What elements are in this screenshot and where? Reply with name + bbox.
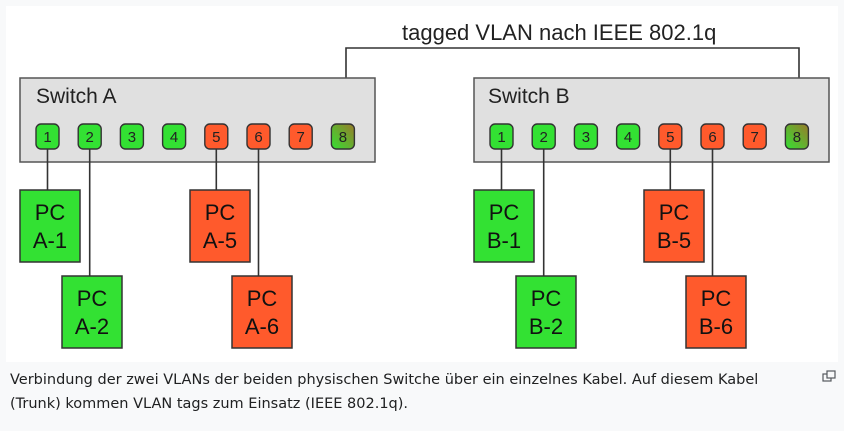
switch-a-port-label-5: 5 (212, 129, 220, 146)
switch-a-port-3 (119, 123, 145, 150)
switch-b-port-label-6: 6 (708, 129, 716, 146)
switch-b-port-label-7: 7 (751, 129, 759, 146)
pc-b-5 (643, 189, 705, 263)
switch-b-port-label-5: 5 (666, 129, 674, 146)
pc-a-6 (231, 275, 293, 349)
pc-b-5-label-2: B-5 (657, 228, 691, 253)
pc-b-6 (685, 275, 747, 349)
switch-a-port-label-3: 3 (128, 129, 136, 146)
pc-b-6-label-1: PC (701, 286, 732, 311)
switch-b: Switch B (473, 77, 830, 163)
switch-b-port-label-3: 3 (582, 129, 590, 146)
switch-a-port-label-6: 6 (254, 129, 262, 146)
switch-b-port-label-8: 8 (793, 129, 801, 146)
pc-a-1-label-2: A-1 (33, 228, 67, 253)
pc-a-2-label-2: A-2 (75, 314, 109, 339)
switch-a-port-label-2: 2 (86, 129, 94, 146)
pc-b-2-label-2: B-2 (529, 314, 563, 339)
pc-b-2-label-1: PC (531, 286, 562, 311)
switch-a-port-label-1: 1 (43, 129, 51, 146)
pc-a-1 (19, 189, 81, 263)
pc-a-5 (189, 189, 251, 263)
figure-caption: Verbindung der zwei VLANs der beiden phy… (10, 372, 759, 412)
pc-a-2 (61, 275, 123, 349)
pc-b-1-label-1: PC (489, 200, 520, 225)
pc-b-6-label-2: B-6 (699, 314, 733, 339)
switch-b-port-4 (615, 123, 641, 150)
vlan-diagram[interactable]: tagged VLAN nach IEEE 802.1q Switch A 1 2… (6, 6, 838, 362)
vlan-diagram-svg: tagged VLAN nach IEEE 802.1q Switch A 1 2… (19, 20, 830, 349)
switch-a-port-4 (161, 123, 187, 150)
pc-a-1-label-1: PC (35, 200, 66, 225)
pc-b-1 (473, 189, 535, 263)
switch-a-title: Switch A (36, 85, 117, 108)
switch-a: Switch A (19, 77, 376, 163)
switch-a-port-label-8: 8 (339, 129, 347, 146)
switch-a-port-8 (330, 123, 356, 150)
switch-b-port-7 (742, 123, 767, 150)
pc-a-5-label-1: PC (205, 200, 236, 225)
switch-b-port-3 (573, 123, 599, 150)
switch-b-port-8 (784, 123, 810, 150)
switch-a-port-label-4: 4 (170, 129, 178, 146)
trunk-label: tagged VLAN nach IEEE 802.1q (402, 20, 716, 45)
switch-b-port-label-2: 2 (540, 129, 548, 146)
enlarge-icon[interactable] (822, 370, 836, 382)
pc-a-6-label-2: A-6 (245, 314, 279, 339)
pc-b-1-label-2: B-1 (487, 228, 521, 253)
switch-a-port-7 (288, 123, 313, 150)
pc-b-5-label-1: PC (659, 200, 690, 225)
pc-a-5-label-2: A-5 (203, 228, 237, 253)
pc-a-2-label-1: PC (77, 286, 108, 311)
switch-b-port-label-4: 4 (624, 129, 632, 146)
pc-a-6-label-1: PC (247, 286, 278, 311)
switch-a-port-label-7: 7 (297, 129, 305, 146)
switch-b-port-label-1: 1 (497, 129, 505, 146)
pc-b-2 (515, 275, 577, 349)
switch-b-title: Switch B (488, 85, 570, 108)
